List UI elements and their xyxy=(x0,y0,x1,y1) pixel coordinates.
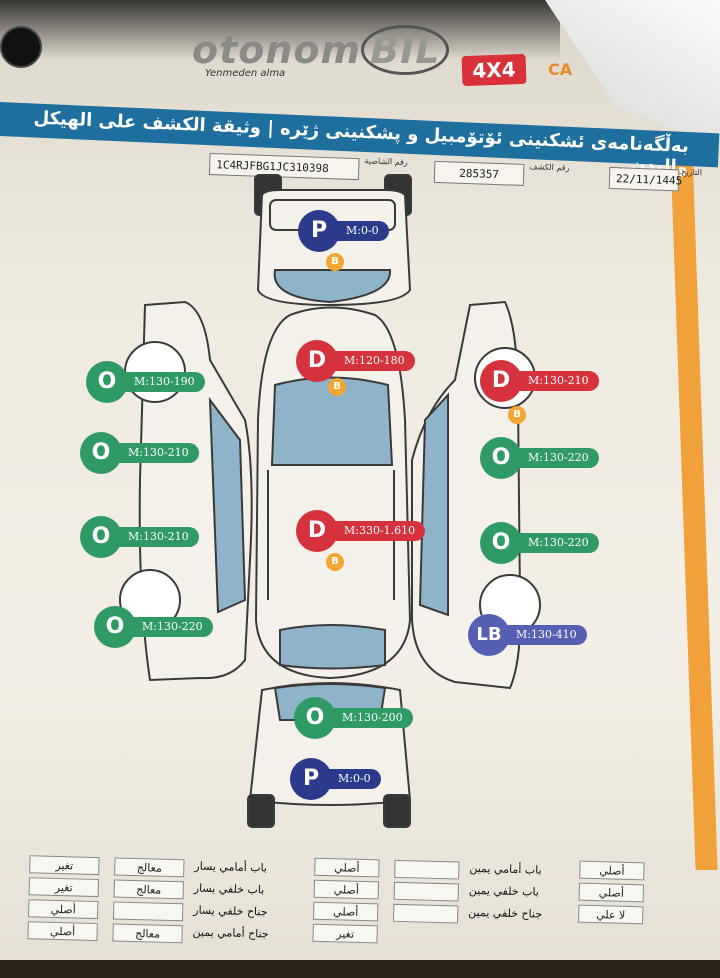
table-cell xyxy=(392,903,459,924)
marker-value: M:130-200 xyxy=(318,708,413,728)
table-cell xyxy=(394,859,460,880)
b-badge: B xyxy=(326,553,344,571)
marker-value: M:130-210 xyxy=(104,443,199,463)
table-row-label: باب أمامي يسار xyxy=(194,859,268,875)
brand-slogan: Yenmeden alma xyxy=(205,68,286,79)
marker-letter: P xyxy=(290,758,332,800)
table-row-label: باب أمامي يمين xyxy=(469,861,542,877)
partner-logo-icon xyxy=(0,26,42,68)
car-top-view xyxy=(254,306,412,680)
table-cell: معالج xyxy=(113,879,184,900)
marker-letter: O xyxy=(480,437,522,479)
table-cell: معالج xyxy=(114,857,185,878)
marker-letter: D xyxy=(480,360,522,402)
table-cell: أصلي xyxy=(578,882,645,903)
table-row-label: جناح أمامي يمين xyxy=(192,925,269,941)
marker-value: M:130-190 xyxy=(110,372,205,392)
marker-letter: D xyxy=(296,340,338,382)
marker-letter: O xyxy=(86,361,128,403)
marker-value: M:130-210 xyxy=(504,371,599,391)
table-row-label: جناح خلفي يمين xyxy=(468,905,543,921)
table-cell xyxy=(393,881,460,902)
table-cell: معالج xyxy=(112,923,183,944)
table-row-label: باب خلفي يمين xyxy=(468,883,540,899)
b-badge: B xyxy=(326,253,344,271)
marker-value: M:130-220 xyxy=(118,617,213,637)
marker-letter: O xyxy=(80,432,122,474)
marker-letter: O xyxy=(294,697,336,739)
marker-value: M:130-410 xyxy=(492,625,587,645)
table-cell: أصلي xyxy=(313,901,379,922)
table-row-label: باب خلفي يسار xyxy=(193,881,265,897)
table-cell: أصلي xyxy=(314,857,380,878)
right-logo: CA xyxy=(548,60,573,79)
parts-status-table: تغير معالج باب أمامي يسار أصلي تغير معال… xyxy=(17,840,720,978)
table-row-label: جناح خلفي يسار xyxy=(193,903,268,919)
top-shadow xyxy=(0,0,560,60)
table-cell xyxy=(112,901,184,922)
table-cell: تغير xyxy=(29,855,100,876)
table-cell: لا علي xyxy=(578,904,644,925)
table-cell: تغير xyxy=(28,877,100,898)
marker-value: M:330-1.610 xyxy=(320,521,426,541)
b-badge: B xyxy=(328,378,346,396)
table-cell: أصلي xyxy=(313,879,380,900)
table-cell: أصلي xyxy=(27,921,98,942)
marker-letter: D xyxy=(296,510,338,552)
b-badge: B xyxy=(508,406,526,424)
marker-letter: O xyxy=(480,522,522,564)
marker-value: M:130-210 xyxy=(104,527,199,547)
marker-value: M:130-220 xyxy=(504,448,599,468)
marker-letter: O xyxy=(94,606,136,648)
car-front-view xyxy=(254,174,412,307)
marker-letter: P xyxy=(298,210,340,252)
table-cell: تغير xyxy=(312,923,378,944)
marker-value: M:120-180 xyxy=(320,351,415,371)
table-cell: أصلي xyxy=(579,860,645,881)
marker-value: M:130-220 xyxy=(504,533,599,553)
table-cell: أصلي xyxy=(27,899,99,920)
marker-letter: LB xyxy=(468,614,510,656)
marker-letter: O xyxy=(80,516,122,558)
